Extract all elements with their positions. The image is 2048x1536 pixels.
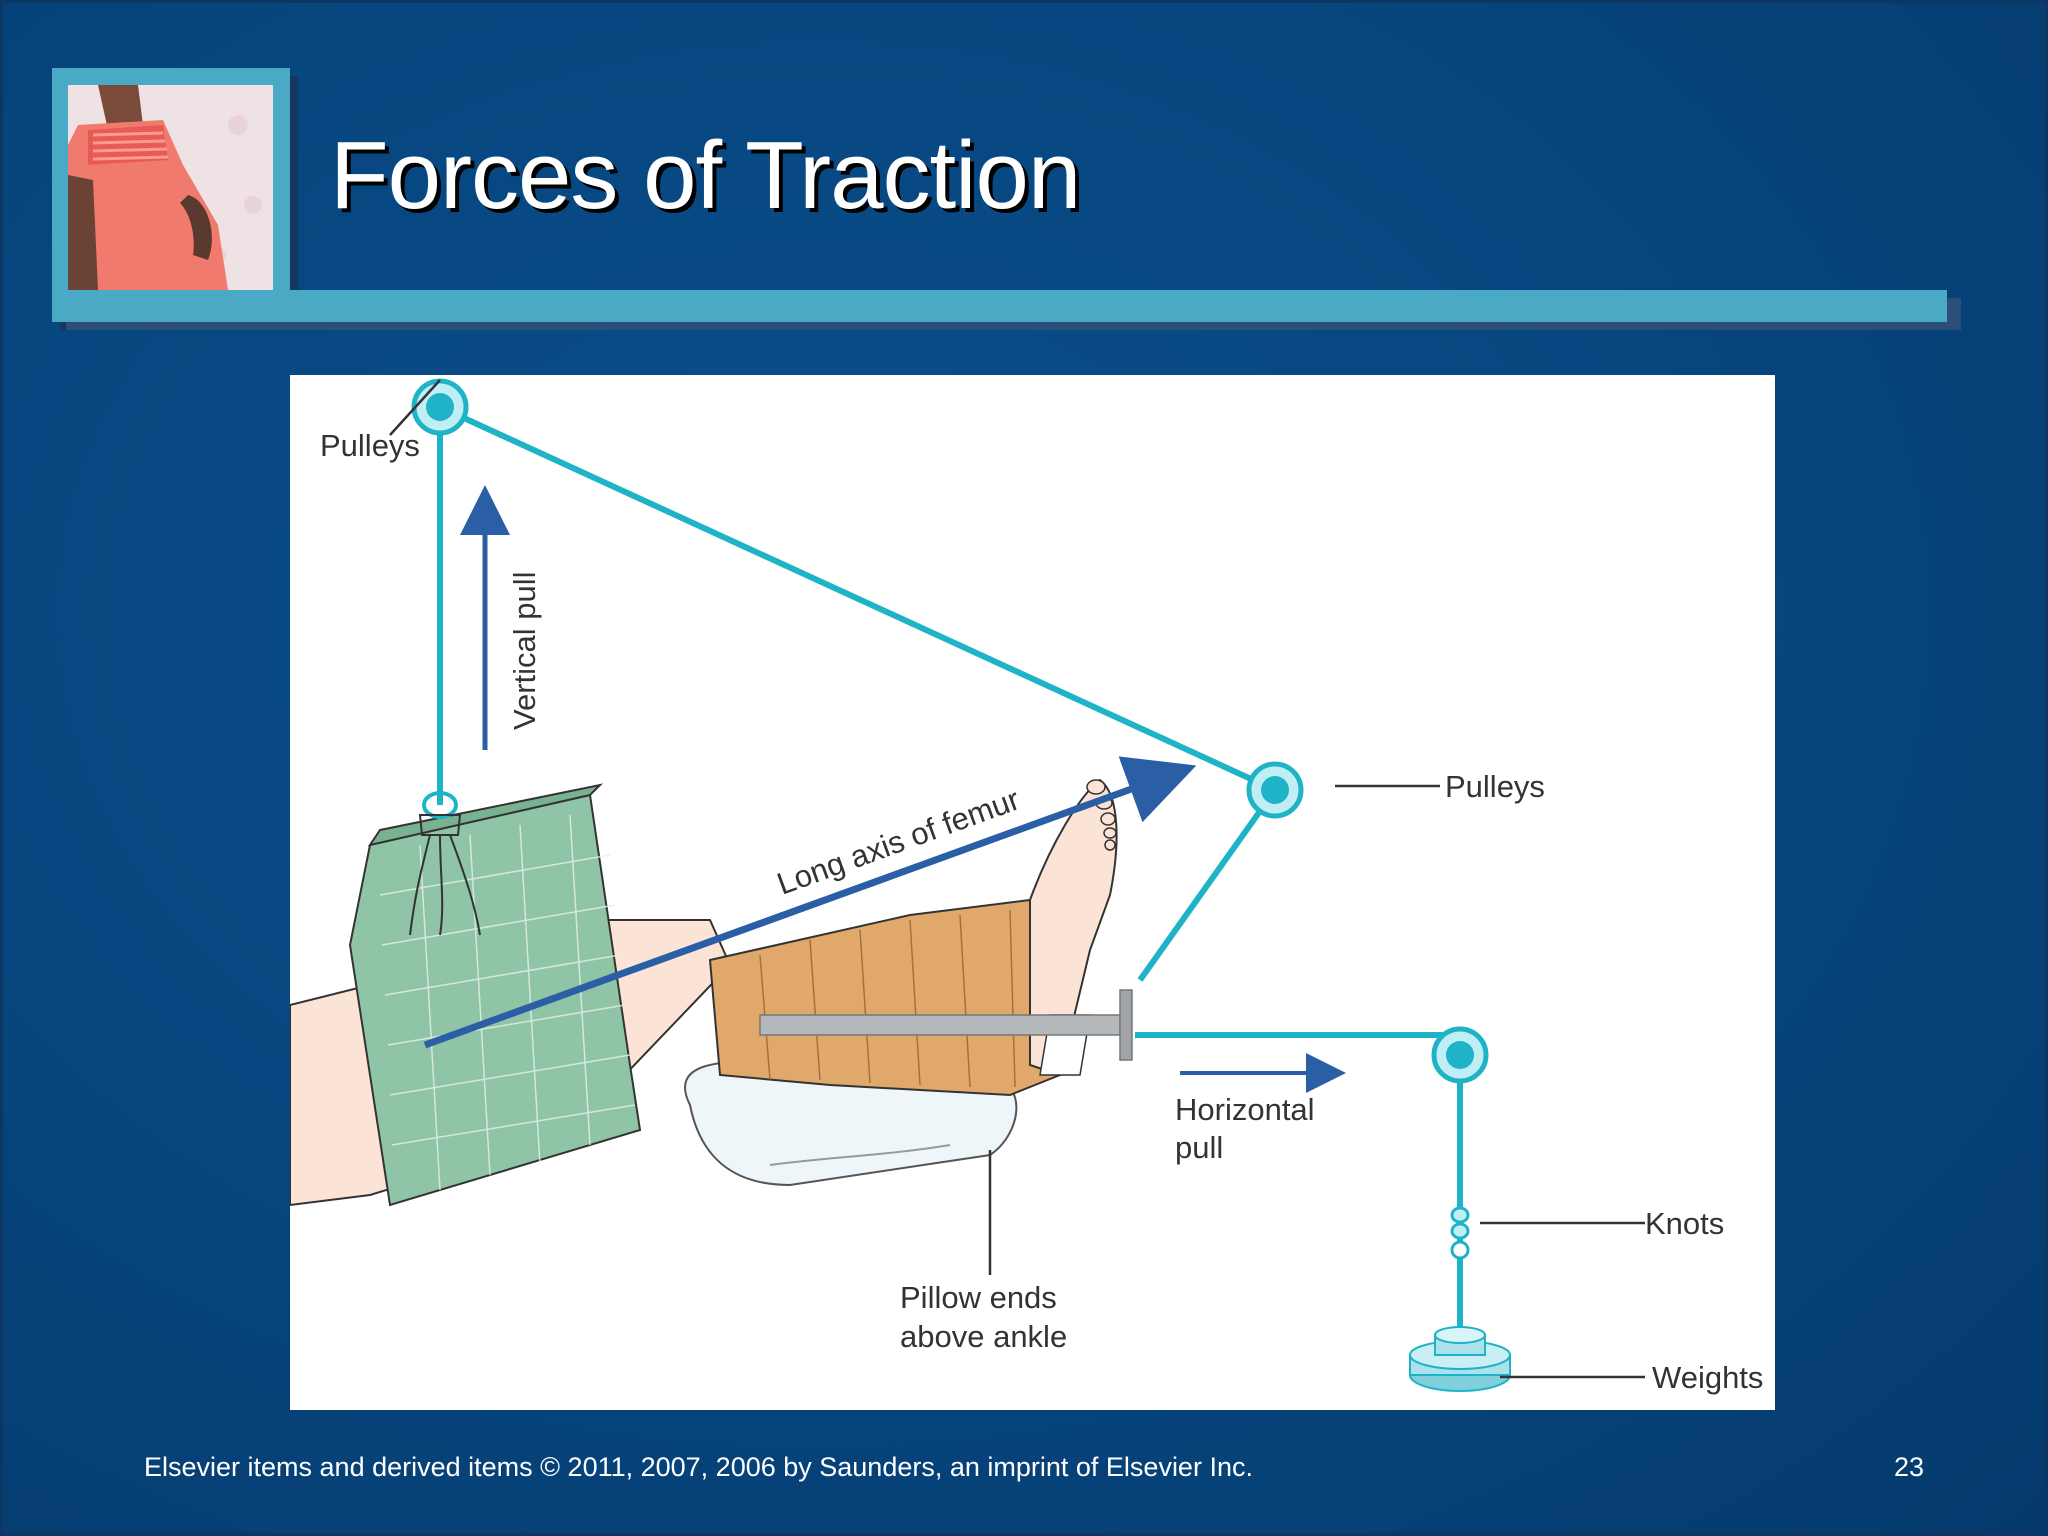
- weights-stack: [1409, 1326, 1511, 1392]
- pulley-right: [1246, 761, 1304, 819]
- traction-diagram: Pulleys Vertical pull Long axis of femur…: [290, 375, 1775, 1410]
- photo-illustration: [68, 85, 273, 290]
- long-axis-arrow: [423, 756, 1197, 1049]
- label-pillow-1: Pillow ends: [900, 1280, 1057, 1315]
- label-pulleys-right: Pulleys: [1445, 769, 1545, 804]
- bandaged-lower-leg: [708, 898, 1062, 1097]
- pulley-top: [411, 378, 469, 436]
- pregnant-woman-photo: [68, 85, 273, 290]
- label-knots: Knots: [1645, 1206, 1724, 1241]
- pillow: [684, 1060, 1018, 1187]
- label-vertical-pull: Vertical pull: [507, 571, 542, 730]
- copyright-footer: Elsevier items and derived items © 2011,…: [144, 1452, 1253, 1482]
- label-pillow-2: above ankle: [900, 1319, 1067, 1354]
- traction-diagram-svg: Pulleys Vertical pull Long axis of femur…: [290, 378, 1763, 1395]
- label-horizontal-pull-2: pull: [1175, 1130, 1223, 1165]
- spreader-bar: [759, 1014, 1121, 1036]
- label-horizontal-pull-1: Horizontal: [1175, 1092, 1315, 1127]
- label-weights: Weights: [1652, 1360, 1763, 1395]
- page-number: 23: [1894, 1452, 1925, 1482]
- leader-lines: [389, 379, 1645, 1379]
- pulley-bottom: [1431, 1026, 1489, 1084]
- sling-mesh: [379, 814, 636, 1191]
- slide-title: Forces of Traction: [330, 122, 1081, 229]
- traction-ropes: [437, 404, 1463, 1355]
- rope-knots: [1450, 1206, 1470, 1260]
- sling-knot: [409, 791, 481, 936]
- label-pulleys-top: Pulleys: [320, 428, 420, 463]
- leg-sling: [348, 793, 642, 1207]
- title-underline-bar: [52, 290, 1947, 322]
